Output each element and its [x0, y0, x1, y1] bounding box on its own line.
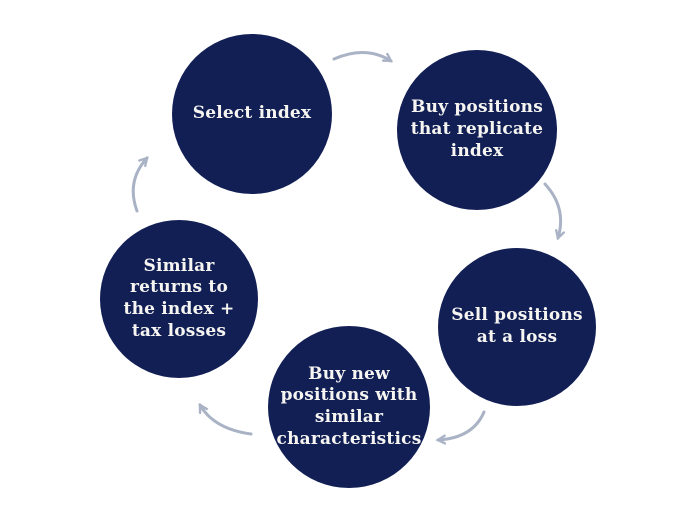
step-label: Buy positions that replicate index [410, 97, 544, 161]
arrow-left-icon [131, 158, 147, 213]
step-circle-select-index: Select index [172, 34, 332, 194]
step-circle-sell-loss: Sell positions at a loss [438, 248, 596, 406]
step-label: Buy new positions with similar character… [276, 363, 422, 449]
step-label: Similar returns to the index + tax losse… [123, 255, 235, 341]
arrow-bottom-left-icon [198, 405, 253, 436]
step-circle-buy-replicate: Buy positions that replicate index [397, 50, 557, 210]
arrow-top-icon [332, 51, 391, 63]
arrow-right-icon [543, 182, 561, 238]
step-label: Select index [192, 103, 312, 124]
arrow-bottom-right-icon [438, 410, 486, 440]
step-circle-buy-new: Buy new positions with similar character… [268, 326, 430, 488]
step-label: Sell positions at a loss [451, 305, 583, 347]
step-circle-similar-returns: Similar returns to the index + tax losse… [100, 220, 258, 378]
